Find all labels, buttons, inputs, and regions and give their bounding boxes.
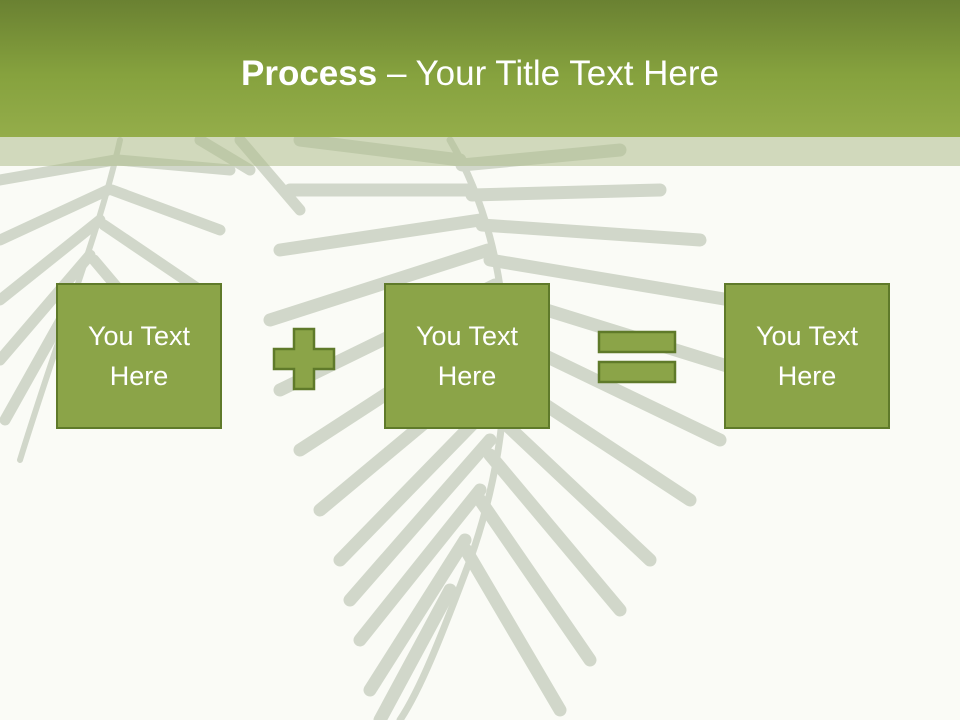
process-step-box-2[interactable]: You Text Here — [384, 283, 550, 429]
slide-title[interactable]: Process – Your Title Text Here — [0, 50, 960, 98]
equals-icon — [597, 330, 677, 384]
title-accent-strip — [0, 137, 960, 166]
title-bold-text: Process — [241, 54, 378, 93]
process-step-text: You Text Here — [87, 321, 191, 391]
process-step-box-3[interactable]: You Text Here — [724, 283, 890, 429]
process-step-text: You Text Here — [755, 321, 859, 391]
title-bar — [0, 0, 960, 137]
process-step-text: You Text Here — [415, 321, 519, 391]
title-rest-text: – Your Title Text Here — [377, 54, 719, 93]
plus-icon — [272, 327, 336, 391]
process-step-box-1[interactable]: You Text Here — [56, 283, 222, 429]
